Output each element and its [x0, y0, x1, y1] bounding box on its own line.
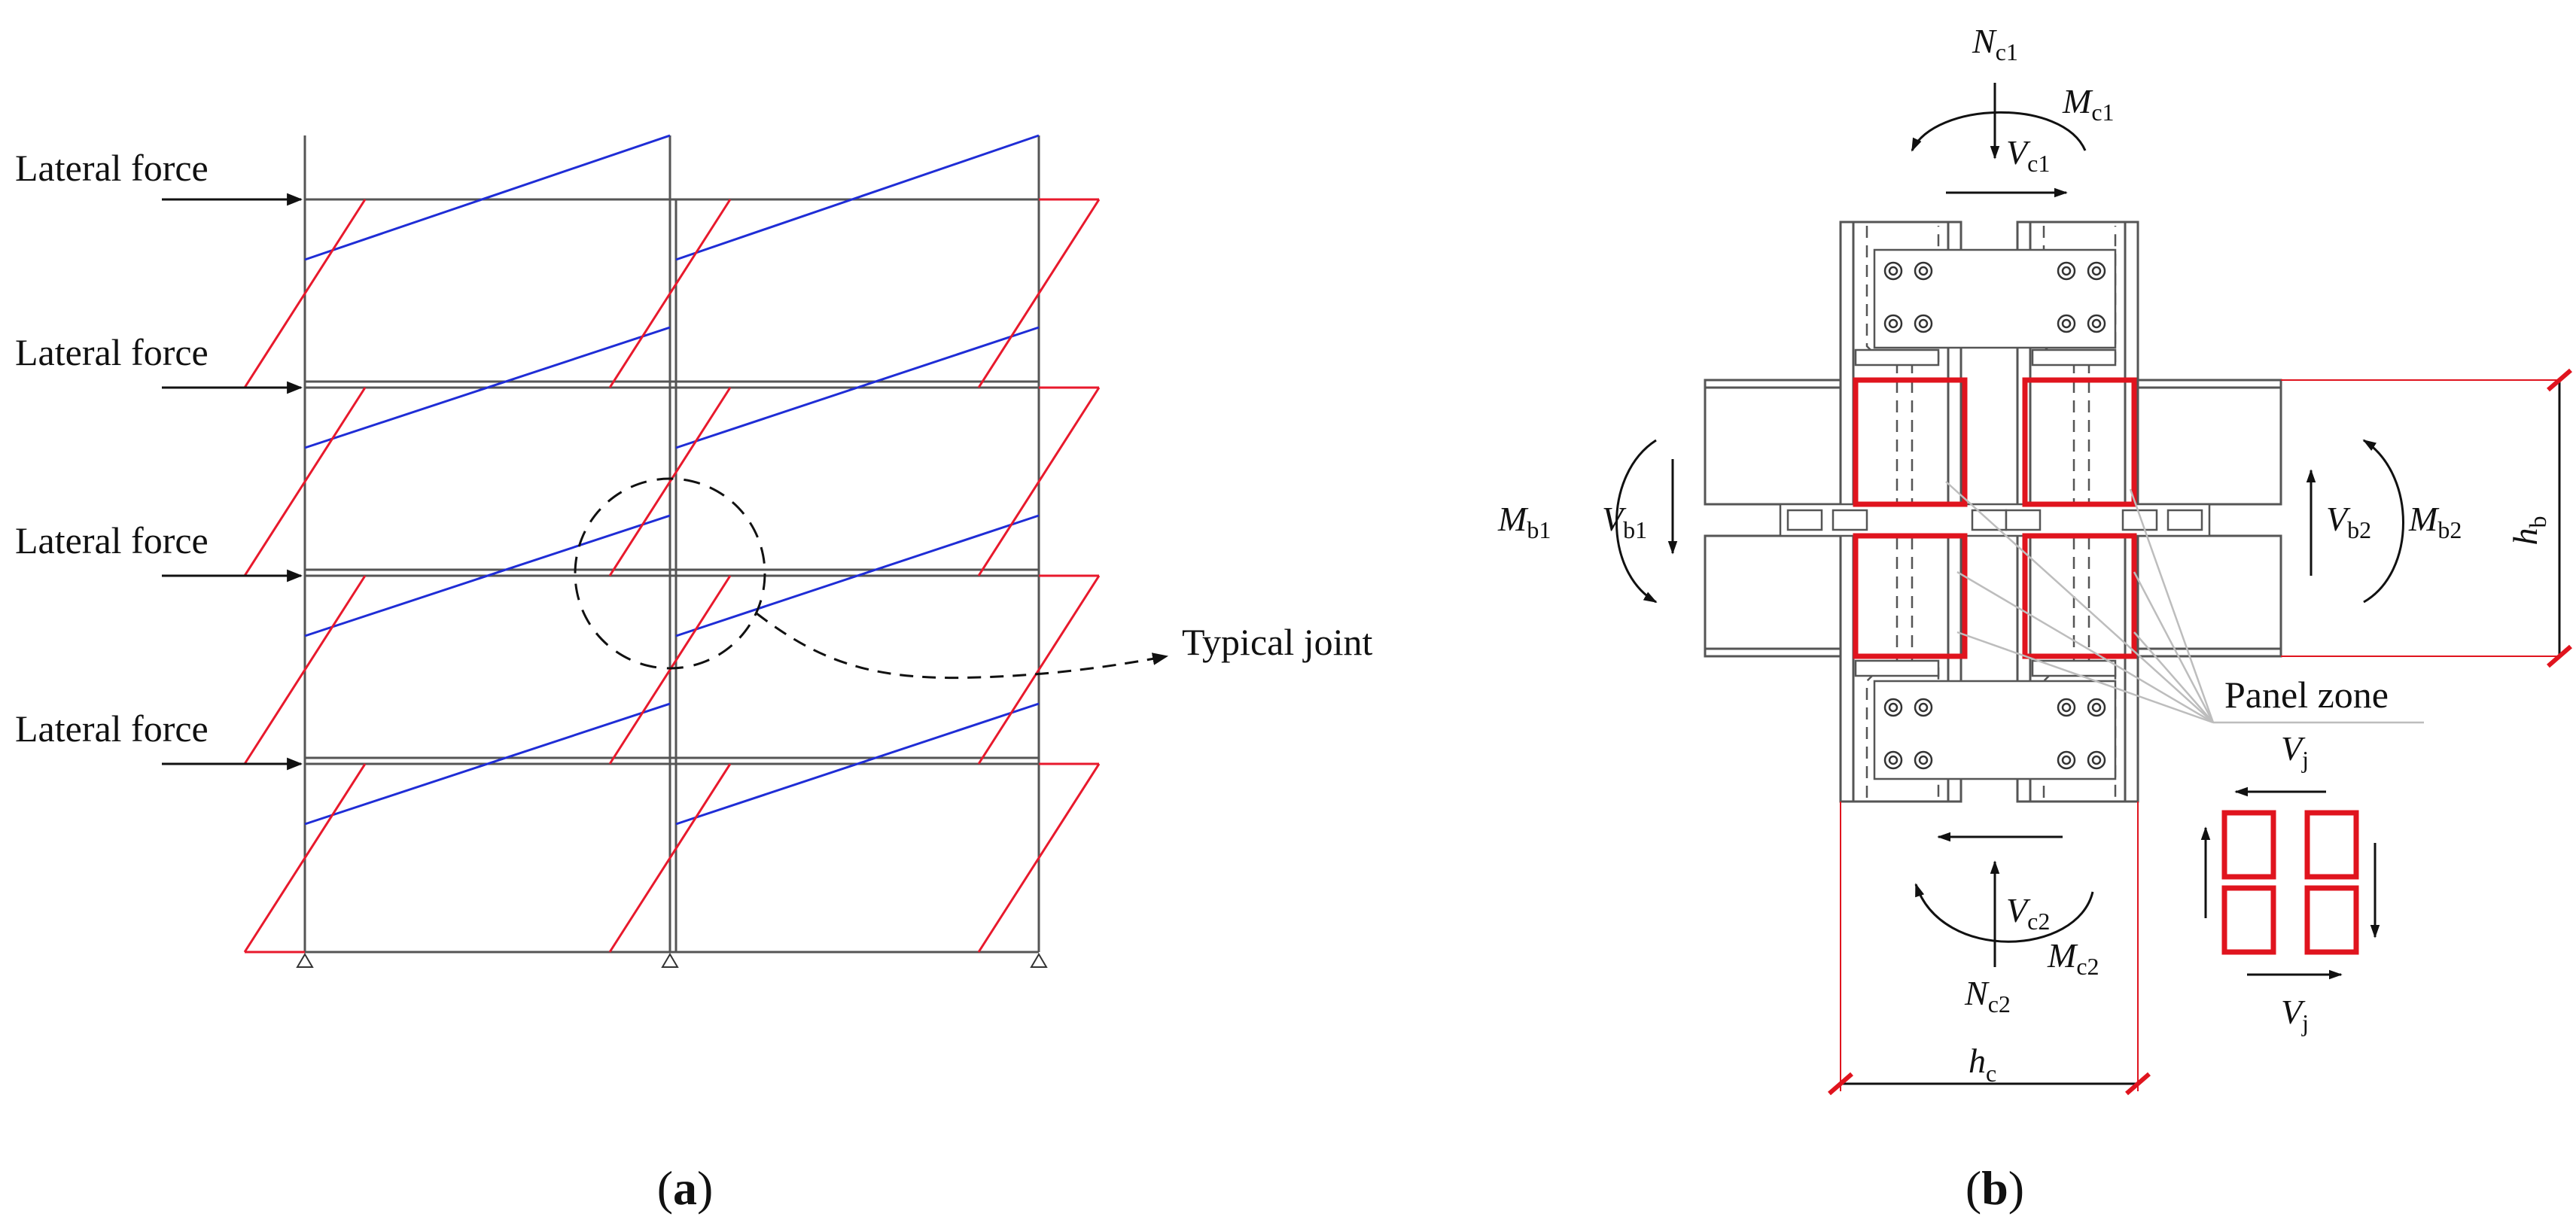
blue-drift-s3-b1	[304, 514, 671, 637]
vj-top-label: Vj	[2281, 729, 2309, 773]
base-supports	[296, 953, 1048, 968]
left-beam	[1704, 379, 1857, 658]
hb-label: hb	[2506, 516, 2551, 546]
vj-bottom-label: Vj	[2281, 993, 2309, 1036]
bolt-groups	[1883, 261, 2106, 770]
bolt-hole-3-2	[2061, 755, 2072, 765]
bolt-hole-0-0	[1888, 266, 1899, 276]
drift-profiles	[243, 134, 1101, 954]
pin-support-3	[1030, 953, 1048, 968]
left-force-group: Mb1 Vb1	[1497, 439, 1678, 604]
caption-b: (b)	[1965, 1161, 2024, 1215]
panel-a-frame-diagram: Lateral force Lateral force Lateral forc…	[15, 134, 1373, 1215]
vj-shear-diagram: Vj Vj	[2200, 729, 2380, 1036]
red-drift-s4-c3	[977, 763, 1101, 953]
hb-dimension: hb	[2281, 368, 2572, 668]
blue-drift-s3-b2	[675, 514, 1040, 637]
typical-joint-leader	[756, 612, 1169, 680]
pin-support-1	[296, 953, 314, 968]
red-drift-s4-c2	[608, 763, 732, 953]
lateral-force-label-2: Lateral force	[15, 331, 209, 373]
bolt-hole-0-3	[1918, 318, 1929, 329]
bolt-hole-1-0	[2061, 266, 2072, 276]
red-drift-s3-c2	[608, 575, 732, 765]
vc1-label: Vc1	[2006, 133, 2050, 177]
bolt-hole-1-1	[2091, 266, 2102, 276]
blue-drift-s1-b2	[675, 134, 1040, 261]
mc1-label: Mc1	[2062, 82, 2115, 126]
mc2-label: Mc2	[2047, 936, 2099, 980]
hc-label: hc	[1969, 1042, 1996, 1087]
red-drift-s4-c1	[243, 763, 367, 953]
bolt-hole-0-2	[1888, 318, 1899, 329]
frame-structure	[303, 135, 1040, 954]
mb1-label: Mb1	[1497, 500, 1551, 543]
red-drift-s3-c3	[977, 575, 1101, 765]
typical-joint-circle	[574, 477, 766, 670]
mc1-moment-arc	[1911, 111, 2087, 152]
bolt-hole-1-3	[2091, 318, 2102, 329]
right-beam	[2129, 379, 2282, 658]
blue-drift-s2-b2	[675, 326, 1040, 449]
red-drift-s3-c1	[243, 575, 367, 765]
nc1-label: Nc1	[1972, 22, 2018, 65]
bolt-hole-0-1	[1918, 266, 1929, 276]
blue-drift-s4-b2	[675, 702, 1040, 826]
bolt-hole-3-0	[2061, 702, 2072, 713]
lateral-force-label-3: Lateral force	[15, 519, 209, 561]
blue-drift-s4-b1	[304, 702, 671, 826]
blue-drift-s1-b1	[304, 134, 671, 261]
panel-b-joint-detail: Panel zone Nc1 Mc1 Vc1 Mb1 Vb1 Vb2 Mb2	[1497, 22, 2572, 1215]
mb2-moment-arc	[2362, 439, 2404, 604]
bolt-hole-3-1	[2091, 702, 2102, 713]
mb2-label: Mb2	[2408, 500, 2462, 543]
blue-drift-s2-b1	[304, 326, 671, 449]
red-drift-s1-c3	[977, 199, 1101, 388]
red-drift-s1-c2	[608, 199, 732, 388]
right-force-group: Vb2 Mb2	[2306, 439, 2462, 604]
lateral-force-arrows	[162, 193, 303, 771]
red-drift-s2-c3	[977, 387, 1101, 576]
bolt-hole-2-1	[1918, 702, 1929, 713]
caption-a: (a)	[657, 1161, 714, 1215]
panel-zone-boxes	[1853, 377, 2137, 659]
red-drift-s2-c1	[243, 387, 367, 576]
top-force-group: Nc1 Mc1 Vc1	[1911, 22, 2115, 198]
pin-support-2	[661, 953, 679, 968]
red-drift-s2-c2	[608, 387, 732, 576]
mc2-moment-arc	[1914, 883, 2094, 943]
bolt-hole-2-0	[1888, 702, 1899, 713]
bolt-hole-2-2	[1888, 755, 1899, 765]
nc2-label: Nc2	[1964, 974, 2011, 1018]
mb1-moment-arc	[1615, 439, 1658, 604]
vb2-label: Vb2	[2326, 500, 2371, 543]
bottom-force-group: Vc2 Mc2 Nc2	[1914, 832, 2099, 1018]
red-drift-s1-c1	[243, 199, 367, 388]
lateral-force-label-1: Lateral force	[15, 147, 209, 189]
bolt-hole-3-3	[2091, 755, 2102, 765]
bolt-hole-1-2	[2061, 318, 2072, 329]
lateral-force-label-4: Lateral force	[15, 707, 209, 750]
vc2-label: Vc2	[2006, 891, 2050, 935]
panel-zone-leaders	[1945, 481, 2424, 724]
typical-joint-label: Typical joint	[1182, 621, 1373, 663]
panel-zone-label: Panel zone	[2224, 674, 2389, 716]
hc-dimension: hc	[1828, 802, 2151, 1096]
bolt-hole-2-3	[1918, 755, 1929, 765]
vb1-label: Vb1	[1602, 500, 1647, 543]
